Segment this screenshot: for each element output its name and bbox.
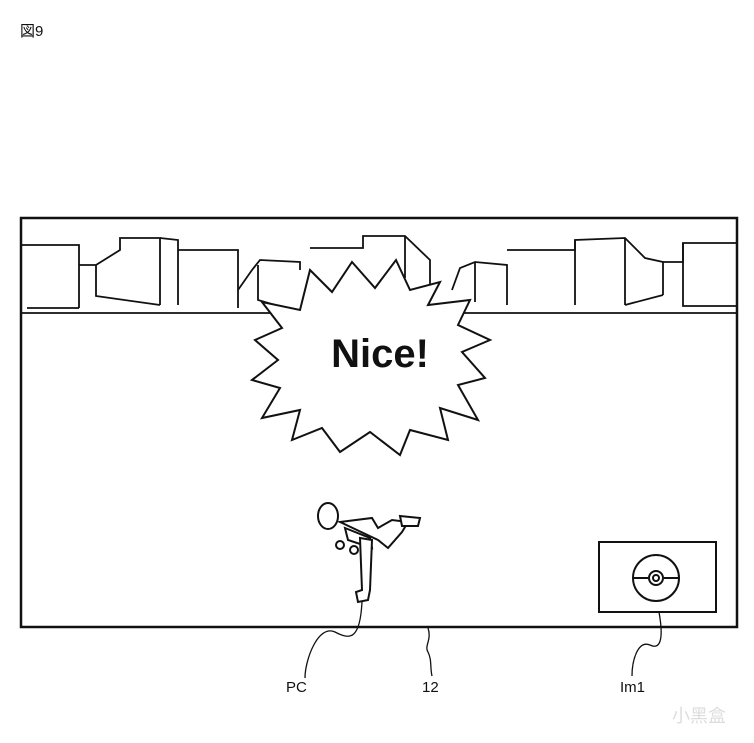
watermark: 小黑盒 <box>672 706 726 726</box>
display-screen-frame <box>19 216 739 629</box>
image-frame <box>598 541 717 613</box>
speech-text: Nice! <box>331 332 429 376</box>
figure-label: 図9 <box>20 23 44 40</box>
speech-burst <box>249 258 493 457</box>
player-character <box>317 502 422 604</box>
label-pc: PC <box>286 679 307 696</box>
leader-lines <box>304 601 662 679</box>
label-image: Im1 <box>620 679 646 696</box>
label-screen: 12 <box>422 679 439 696</box>
ball-icon <box>632 554 680 602</box>
